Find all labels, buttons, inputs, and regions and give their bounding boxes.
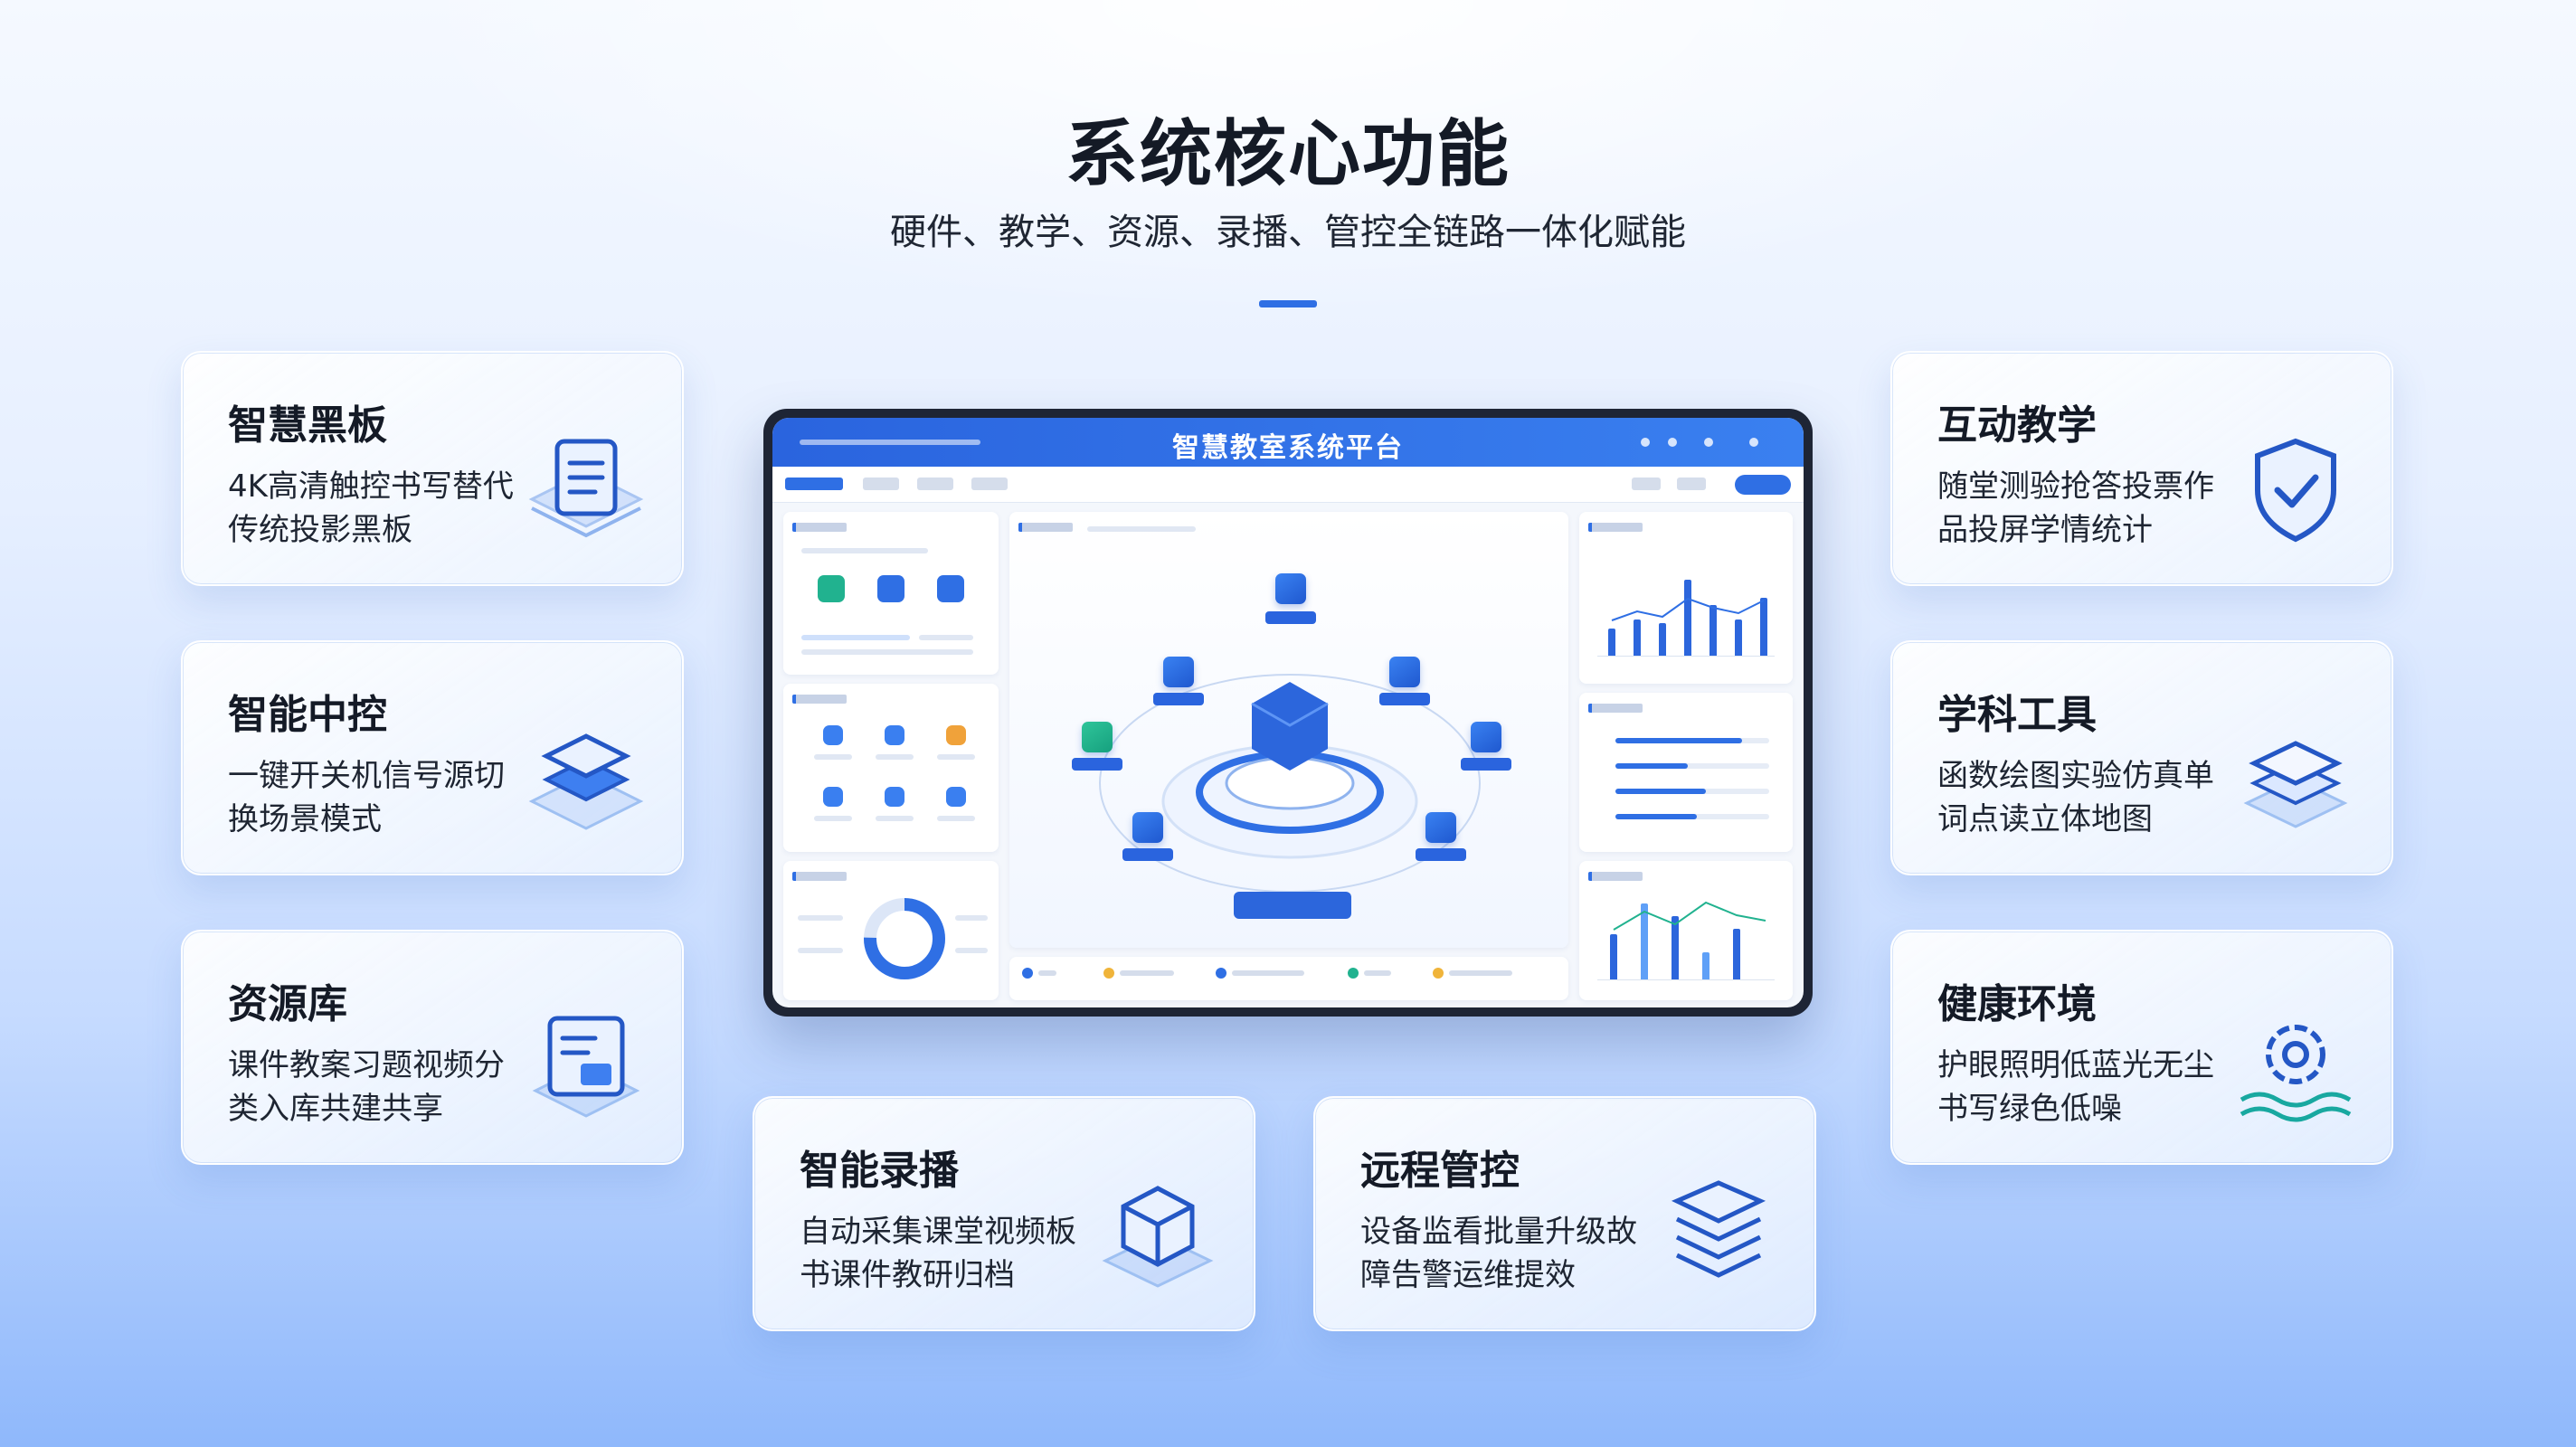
nav-tab[interactable]: [785, 478, 843, 490]
card-title: 健康环境: [1937, 981, 2097, 1027]
card-description: 设备监看批量升级故障告警运维提效: [1360, 1214, 1637, 1293]
nav-tab[interactable]: [917, 478, 953, 490]
status-bar: [1009, 957, 1568, 1000]
mode-icon[interactable]: [946, 725, 966, 745]
node-icon[interactable]: [1163, 657, 1194, 687]
card-description: 自动采集课堂视频板书课件教研归档: [800, 1214, 1076, 1293]
node-icon[interactable]: [1425, 812, 1456, 843]
document-edit-icon: [532, 1016, 640, 1118]
notification-icon[interactable]: [1668, 438, 1677, 447]
card-smart-recording[interactable]: 智能录播 自动采集课堂视频板书课件教研归档: [753, 1096, 1255, 1331]
dashboard-topbar: 智慧教室系统平台: [772, 418, 1804, 467]
topology-panel: [1009, 512, 1568, 948]
card-description: 课件教案习题视频分类入库共建共享: [228, 1047, 505, 1127]
topology-diagram: [1099, 674, 1481, 893]
dashboard-screen: 智慧教室系统平台: [763, 409, 1813, 1017]
dashboard-navbar: [772, 467, 1804, 503]
page-subtitle: 硬件、教学、资源、录播、管控全链路一体化赋能: [890, 212, 1686, 253]
card-smart-blackboard[interactable]: 智慧黑板 4K高清触控书写替代传统投影黑板: [181, 351, 684, 586]
card-interactive-teaching[interactable]: 互动教学 随堂测验抢答投票作品投屏学情统计: [1890, 351, 2393, 586]
device-icon[interactable]: [937, 575, 964, 602]
device-icon[interactable]: [818, 575, 845, 602]
node-icon[interactable]: [1132, 812, 1163, 843]
card-smart-control[interactable]: 智能中控 一键开关机信号源切换场景模式: [181, 640, 684, 875]
progress-panel: [1579, 693, 1793, 852]
nav-tab[interactable]: [1632, 478, 1661, 490]
mode-icon[interactable]: [885, 725, 904, 745]
mode-icon[interactable]: [823, 787, 843, 807]
card-title: 学科工具: [1937, 692, 2097, 738]
trend-panel: [1579, 861, 1793, 1000]
card-title: 资源库: [228, 981, 347, 1027]
card-remote-management[interactable]: 远程管控 设备监看批量升级故障告警运维提效: [1313, 1096, 1816, 1331]
card-title: 智慧黑板: [228, 402, 387, 449]
user-icon[interactable]: [1704, 438, 1713, 447]
layers-stack-icon: [1671, 1180, 1766, 1278]
page-title: 系统核心功能: [1065, 112, 1511, 196]
card-title: 远程管控: [1360, 1148, 1520, 1194]
mode-panel: [783, 684, 999, 852]
nav-tab[interactable]: [971, 478, 1008, 490]
card-healthy-environment[interactable]: 健康环境 护眼照明低蓝光无尘书写绿色低噪: [1890, 930, 2393, 1165]
dashboard-title: 智慧教室系统平台: [1172, 432, 1404, 464]
title-divider: [1259, 300, 1317, 307]
card-description: 护眼照明低蓝光无尘书写绿色低噪: [1937, 1047, 2214, 1127]
node-icon[interactable]: [1082, 722, 1113, 752]
card-description: 随堂测验抢答投票作品投屏学情统计: [1937, 468, 2214, 548]
power-icon[interactable]: [1749, 438, 1758, 447]
settings-icon[interactable]: [1641, 438, 1650, 447]
nav-tab[interactable]: [863, 478, 899, 490]
node-icon[interactable]: [1275, 573, 1306, 604]
card-subject-tools[interactable]: 学科工具 函数绘图实验仿真单词点读立体地图: [1890, 640, 2393, 875]
dashboard-content: 智慧教室系统平台: [772, 418, 1804, 1007]
donut-chart: [864, 898, 945, 979]
card-description: 一键开关机信号源切换场景模式: [228, 758, 505, 837]
device-icon[interactable]: [877, 575, 904, 602]
device-panel: [783, 512, 999, 675]
nav-tab[interactable]: [1677, 478, 1706, 490]
stack-icon: [2243, 741, 2348, 828]
card-resource-library[interactable]: 资源库 课件教案习题视频分类入库共建共享: [181, 930, 684, 1165]
card-description: 4K高清触控书写替代传统投影黑板: [228, 468, 514, 548]
node-icon[interactable]: [1389, 657, 1420, 687]
cube-icon: [1102, 1186, 1214, 1288]
layers-icon: [528, 733, 644, 830]
mode-icon[interactable]: [823, 725, 843, 745]
mode-icon[interactable]: [946, 787, 966, 807]
document-list-icon: [528, 439, 644, 538]
card-title: 智能录播: [800, 1148, 959, 1194]
card-title: 互动教学: [1937, 402, 2097, 449]
card-title: 智能中控: [228, 692, 387, 738]
bar-chart-panel: [1579, 512, 1793, 684]
usage-panel: [783, 861, 999, 1000]
mode-icon[interactable]: [885, 787, 904, 807]
topology-action-button[interactable]: [1234, 892, 1351, 919]
shield-check-icon: [2255, 438, 2336, 543]
gear-wave-icon: [2240, 1025, 2352, 1122]
nav-action-button[interactable]: [1735, 475, 1791, 495]
card-description: 函数绘图实验仿真单词点读立体地图: [1937, 758, 2214, 837]
node-icon[interactable]: [1471, 722, 1501, 752]
